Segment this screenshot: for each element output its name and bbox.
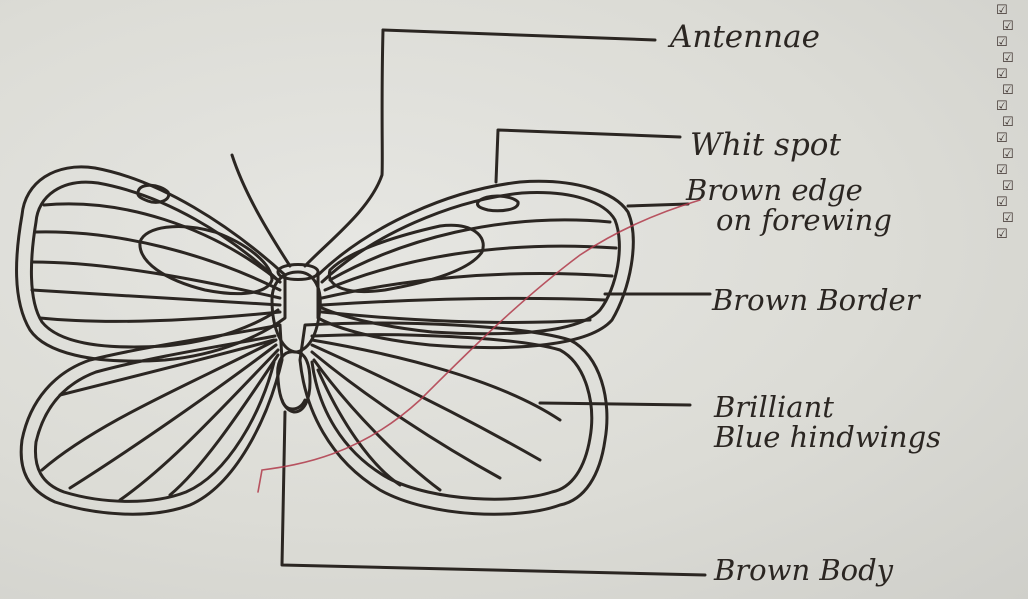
margin-check-icon: ☑	[996, 4, 1008, 17]
margin-check-icon: ☑	[996, 228, 1008, 241]
leader-antennae	[383, 30, 655, 40]
label-brown-border: Brown Border	[712, 285, 920, 315]
label-blue-hindwings: Brilliant Blue hindwings	[714, 392, 941, 452]
leader-blue	[540, 403, 690, 405]
margin-check-icon: ☑	[996, 132, 1008, 145]
margin-check-icon: ☑	[1002, 148, 1014, 161]
margin-check-icon: ☑	[1002, 84, 1014, 97]
margin-check-marks: ☑ ☑ ☑ ☑ ☑ ☑ ☑ ☑ ☑ ☑ ☑ ☑ ☑ ☑ ☑	[994, 0, 1028, 300]
margin-check-icon: ☑	[1002, 180, 1014, 193]
leader-white-spot	[496, 130, 680, 182]
margin-check-icon: ☑	[1002, 20, 1014, 33]
left-hindwing-outline	[21, 325, 282, 514]
margin-check-icon: ☑	[1002, 116, 1014, 129]
right-hindwing-inner-edge	[312, 335, 592, 500]
margin-check-icon: ☑	[996, 196, 1008, 209]
label-antennae: Antennae	[670, 22, 820, 52]
margin-check-icon: ☑	[1002, 52, 1014, 65]
right-antenna	[305, 30, 383, 266]
left-forewing-veins	[32, 204, 280, 321]
right-white-spot	[477, 196, 518, 211]
margin-check-icon: ☑	[1002, 212, 1014, 225]
margin-check-icon: ☑	[996, 36, 1008, 49]
leader-body	[282, 412, 705, 575]
right-forewing-veins	[322, 220, 616, 322]
label-brown-edge-line1: Brown edge	[686, 175, 892, 205]
label-blue-line1: Brilliant	[714, 392, 941, 422]
label-brown-body: Brown Body	[714, 555, 893, 585]
margin-check-icon: ☑	[996, 164, 1008, 177]
label-blue-line2: Blue hindwings	[714, 422, 941, 452]
label-white-spot: Whit spot	[690, 130, 841, 160]
label-brown-edge-forewing: Brown edge on forewing	[686, 175, 892, 235]
label-brown-edge-line2: on forewing	[686, 205, 892, 235]
margin-check-icon: ☑	[996, 68, 1008, 81]
leader-brown-edge	[628, 204, 688, 206]
margin-check-icon: ☑	[996, 100, 1008, 113]
